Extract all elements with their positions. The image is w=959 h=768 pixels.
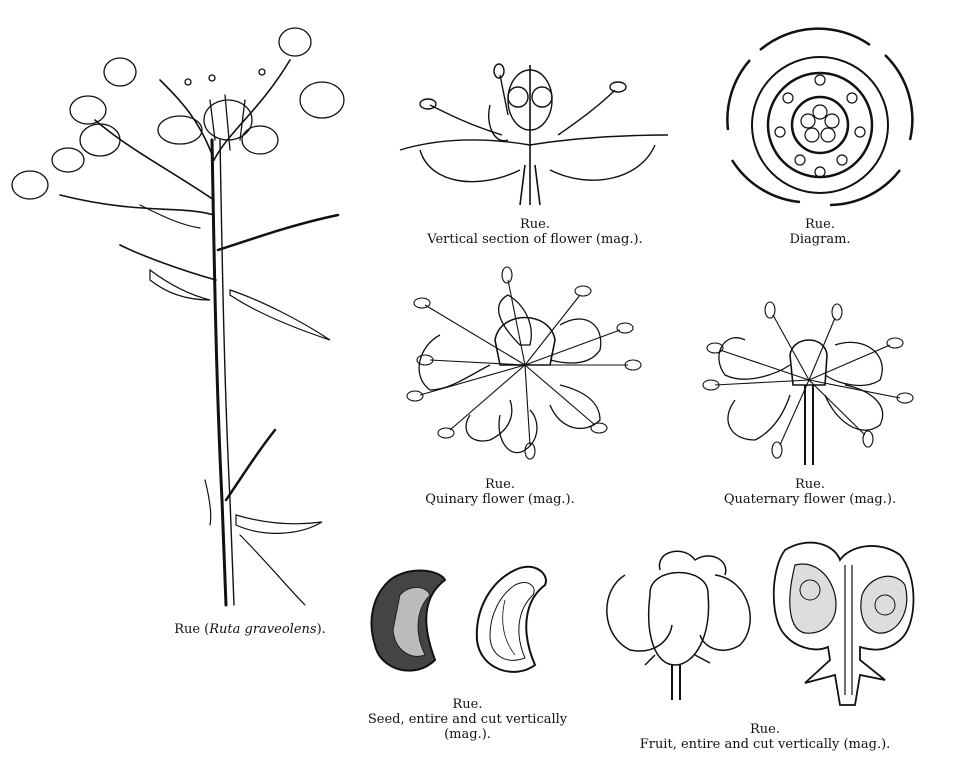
vertical-section-desc: Vertical section of flower (mag.). bbox=[427, 232, 643, 247]
seed-title: Rue. bbox=[452, 697, 483, 712]
floral-diagram-desc: Diagram. bbox=[789, 232, 851, 247]
fruit-drawing bbox=[606, 541, 915, 706]
quaternary-flower-caption: Rue. Quaternary flower (mag.). bbox=[705, 477, 915, 507]
seed-desc-line1: Seed, entire and cut vertically bbox=[367, 712, 568, 727]
quaternary-flower-title: Rue. bbox=[795, 477, 825, 492]
quinary-flower-title: Rue. bbox=[485, 477, 515, 492]
seed-panel: Rue. Seed, entire and cut vertically (ma… bbox=[355, 560, 580, 745]
seed-desc-line2: (mag.). bbox=[444, 727, 491, 742]
fruit-desc: Fruit, entire and cut vertically (mag.). bbox=[639, 737, 891, 752]
plant-caption-latin-name: Ruta graveolens bbox=[209, 622, 317, 637]
vertical-section-drawing bbox=[399, 63, 669, 206]
floral-diagram-caption: Rue. Diagram. bbox=[720, 217, 920, 247]
quaternary-flower-panel: Rue. Quaternary flower (mag.). bbox=[702, 300, 915, 515]
floral-diagram-title: Rue. bbox=[805, 217, 835, 232]
quinary-flower-caption: Rue. Quinary flower (mag.). bbox=[400, 477, 600, 507]
quaternary-flower-desc: Quaternary flower (mag.). bbox=[723, 492, 897, 507]
floral-diagram-drawing bbox=[726, 27, 914, 207]
floral-diagram-panel: Rue. Diagram. bbox=[720, 20, 920, 250]
fruit-panel: Rue. Fruit, entire and cut vertically (m… bbox=[600, 535, 930, 755]
plant-illustration-panel: Rue (Ruta graveolens). bbox=[0, 0, 360, 650]
quaternary-flower-drawing bbox=[702, 301, 914, 465]
plant-caption-prefix: Rue ( bbox=[174, 622, 210, 637]
quinary-flower-drawing bbox=[406, 266, 642, 460]
plant-caption-suffix: ). bbox=[316, 622, 326, 637]
quinary-flower-panel: Rue. Quinary flower (mag.). bbox=[400, 265, 660, 515]
rue-plant-drawing bbox=[11, 27, 345, 607]
vertical-section-panel: Rue. Vertical section of flower (mag.). bbox=[390, 55, 680, 255]
fruit-title: Rue. bbox=[750, 722, 780, 737]
vertical-section-title: Rue. bbox=[520, 217, 550, 232]
fruit-caption: Rue. Fruit, entire and cut vertically (m… bbox=[600, 722, 930, 752]
plant-caption: Rue (Ruta graveolens). bbox=[150, 622, 350, 637]
seed-drawing bbox=[370, 565, 547, 673]
seed-caption: Rue. Seed, entire and cut vertically (ma… bbox=[355, 697, 580, 742]
vertical-section-caption: Rue. Vertical section of flower (mag.). bbox=[400, 217, 670, 247]
quinary-flower-desc: Quinary flower (mag.). bbox=[425, 492, 575, 507]
